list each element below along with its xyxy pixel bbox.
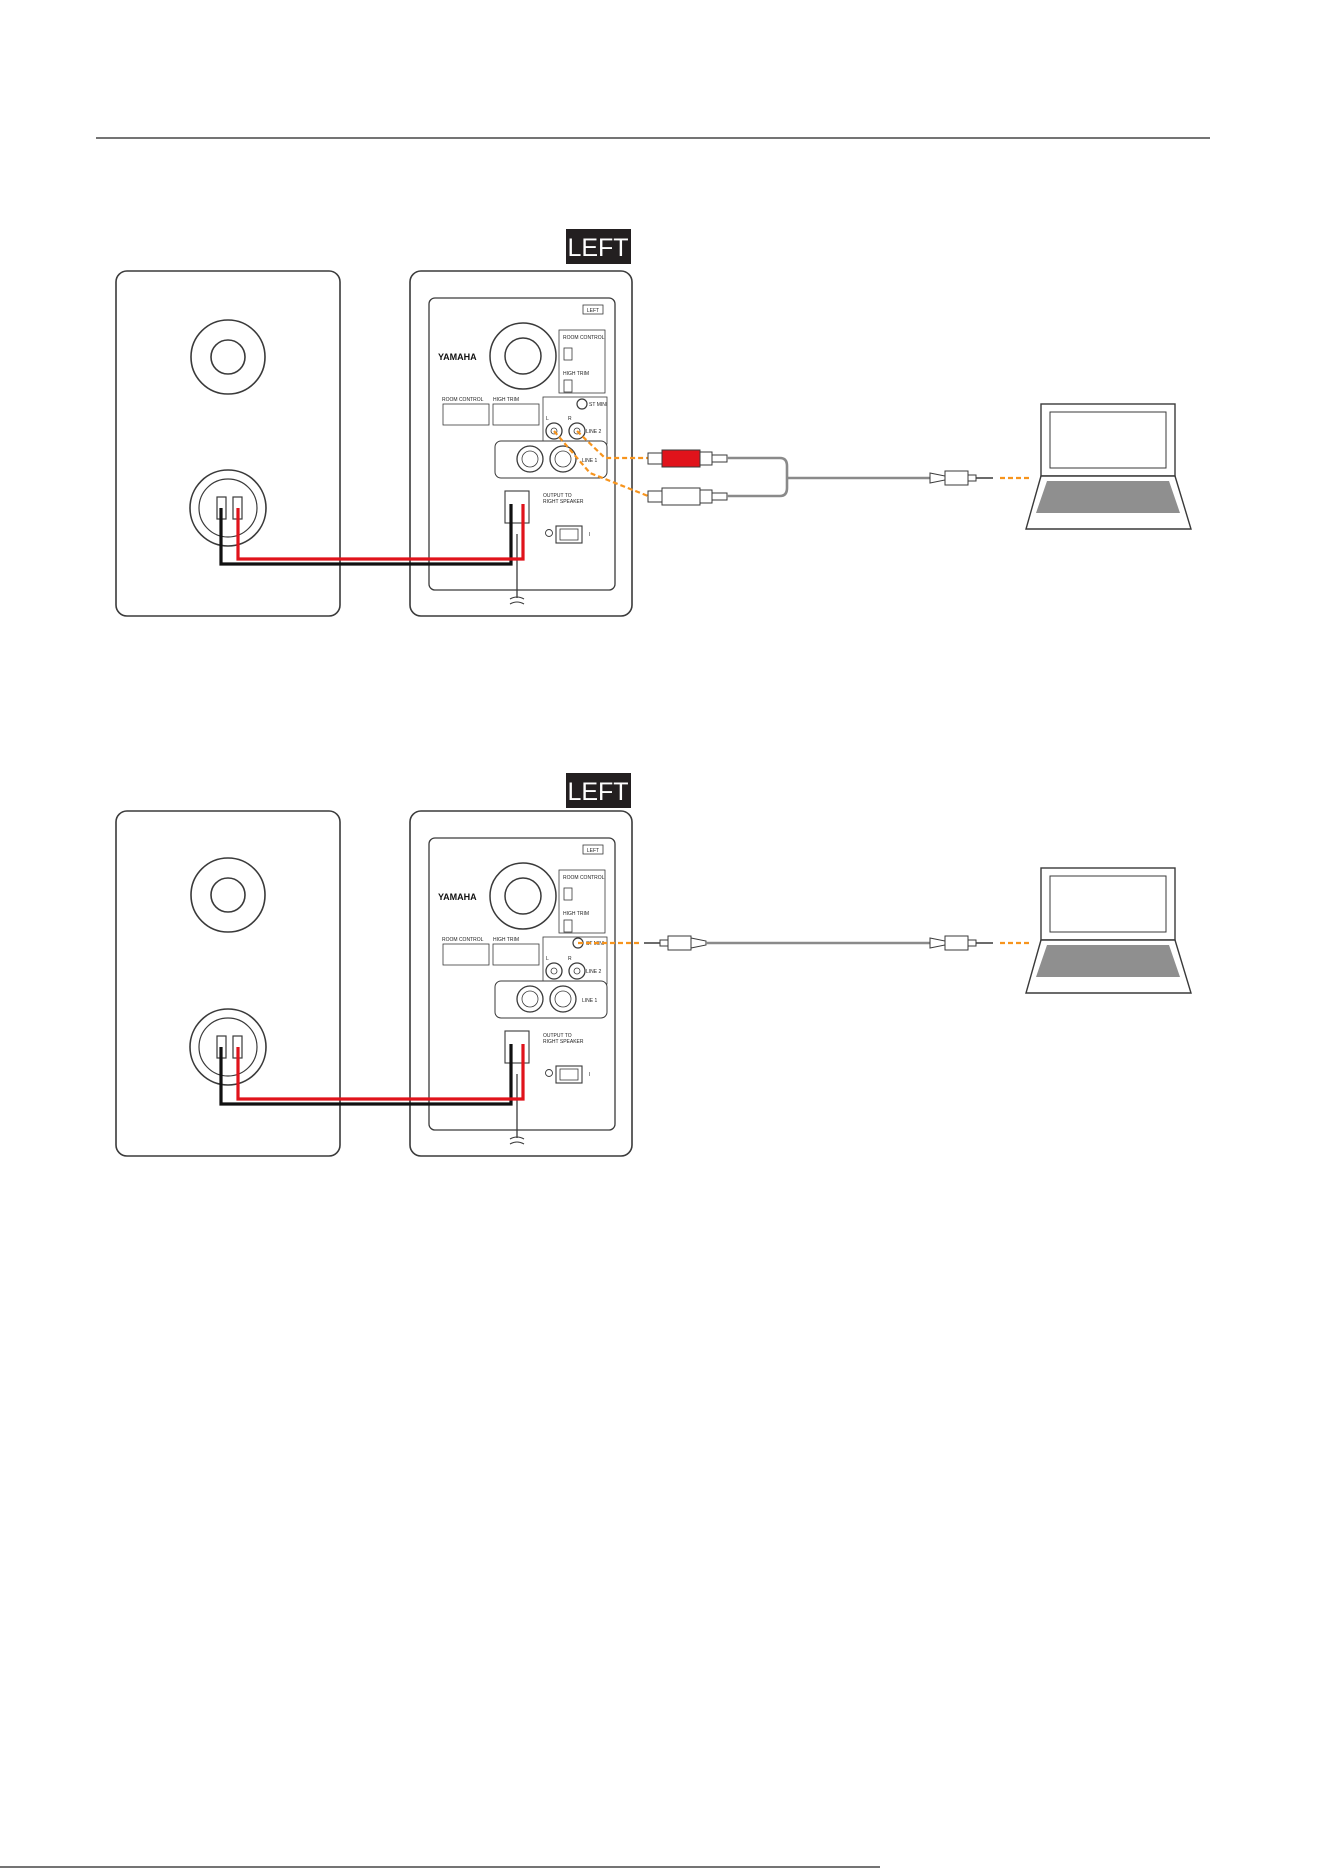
room-control-label: ROOM CONTROL	[563, 335, 605, 341]
line1-label: LINE 1	[582, 998, 598, 1004]
high-trim-label: HIGH TRIM	[563, 911, 589, 917]
laptop-keyboard	[1036, 481, 1180, 513]
high-trim-label: HIGH TRIM	[563, 371, 589, 377]
room-control-label: ROOM CONTROL	[563, 875, 605, 881]
diagram-mini-connection: LEFT LEFT YAMAHA ROOM CONTROL HIGH TRIM …	[116, 773, 1191, 1156]
brand-logo: YAMAHA	[438, 352, 477, 362]
power-on-label: I	[589, 532, 590, 538]
left-badge-text: LEFT	[567, 778, 628, 806]
port-inner	[211, 878, 245, 912]
output-label-2: RIGHT SPEAKER	[543, 499, 584, 505]
line1-label: LINE 1	[582, 458, 598, 464]
room-control-switch	[564, 888, 572, 900]
high-trim-graph	[493, 944, 539, 965]
high-trim-graph-label: HIGH TRIM	[493, 397, 519, 403]
panel-tag-text: LEFT	[587, 308, 599, 314]
room-control-graph-label: ROOM CONTROL	[442, 397, 484, 403]
lr-right-label: R	[568, 956, 572, 962]
high-trim-switch	[564, 380, 572, 392]
power-on-label: I	[589, 1072, 590, 1078]
st-mini-label: ST MINI	[589, 402, 607, 408]
diagram-rca-connection: LEFT LEFT YAMAHA ROOM CONTROL HIGH TRIM	[116, 229, 1191, 616]
terminal-inner	[199, 479, 257, 537]
laptop-1	[1026, 404, 1191, 529]
line2-label: LINE 2	[586, 429, 602, 435]
mini-plug-speaker	[644, 936, 706, 950]
rca-plug-white	[648, 488, 727, 505]
room-control-switch	[564, 348, 572, 360]
high-trim-switch	[564, 920, 572, 932]
room-control-graph	[443, 944, 489, 965]
laptop-screen	[1050, 876, 1166, 932]
output-terminal	[505, 491, 529, 523]
room-control-graph	[443, 404, 489, 425]
output-terminal	[505, 1031, 529, 1063]
line2-label: LINE 2	[586, 969, 602, 975]
bass-port-inner	[505, 878, 541, 914]
lr-right-label: R	[568, 416, 572, 422]
high-trim-graph-label: HIGH TRIM	[493, 937, 519, 943]
rca-plug-red	[648, 450, 727, 467]
lr-left-label: L	[546, 416, 549, 422]
laptop-2	[1026, 868, 1191, 993]
bass-port-inner	[505, 338, 541, 374]
left-badge-text: LEFT	[567, 234, 628, 262]
lr-left-label: L	[546, 956, 549, 962]
terminal-inner	[199, 1018, 257, 1076]
mini-plug-laptop-2	[930, 936, 993, 950]
panel-tag-text: LEFT	[587, 848, 599, 854]
brand-logo: YAMAHA	[438, 892, 477, 902]
mini-plug-laptop-1	[930, 471, 993, 485]
port-inner	[211, 340, 245, 374]
laptop-screen	[1050, 412, 1166, 468]
output-label-2: RIGHT SPEAKER	[543, 1039, 584, 1045]
high-trim-graph	[493, 404, 539, 425]
laptop-keyboard	[1036, 945, 1180, 977]
room-control-graph-label: ROOM CONTROL	[442, 937, 484, 943]
st-mini-jack	[577, 399, 587, 409]
y-cable	[727, 458, 930, 496]
